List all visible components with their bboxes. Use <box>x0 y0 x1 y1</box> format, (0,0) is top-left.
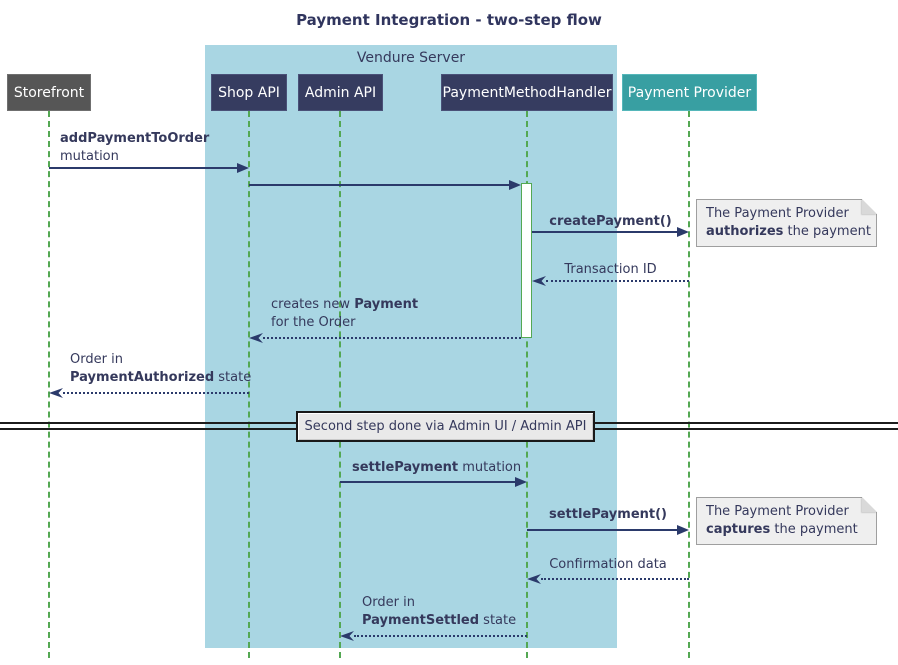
message-settle-mutation-bold: settlePayment <box>352 460 459 475</box>
message-order-authorized-post: state <box>214 370 252 385</box>
message-order-settled-bold: PaymentSettled <box>362 613 480 628</box>
arrow-settle-mutation <box>340 481 515 483</box>
participant-payment-provider: Payment Provider <box>622 74 757 111</box>
note-captures-bold: captures <box>706 522 771 537</box>
message-settle-mutation-label: settlePayment mutation <box>352 459 521 477</box>
message-add-payment-bold: addPaymentToOrder <box>60 131 210 146</box>
message-order-settled-post: state <box>479 613 517 628</box>
message-create-payment-bold: createPayment() <box>549 214 672 229</box>
note-captures-line1: The Payment Provider <box>706 504 849 519</box>
arrowhead-order-settled <box>340 631 354 641</box>
arrow-creates-payment <box>263 337 521 339</box>
activation-bar <box>521 183 532 338</box>
vendure-server-label: Vendure Server <box>356 50 466 66</box>
message-create-payment-label: createPayment() <box>532 213 689 231</box>
divider-label: Second step done via Admin UI / Admin AP… <box>304 419 587 434</box>
message-add-payment-line2: mutation <box>60 149 119 164</box>
note-captures-line2: captures the payment <box>706 521 876 539</box>
message-creates-payment-pre: creates new <box>271 297 355 312</box>
participant-payment-method-handler-label: PaymentMethodHandler <box>442 84 612 101</box>
message-order-settled-line1: Order in <box>362 595 415 610</box>
arrow-settle-call <box>527 529 677 531</box>
message-transaction-id-label: Transaction ID <box>564 262 657 277</box>
arrow-create-payment <box>532 231 677 233</box>
message-order-settled-label: Order in PaymentSettled state <box>362 594 516 630</box>
arrow-confirmation <box>541 578 689 580</box>
note-captures: The Payment Provider captures the paymen… <box>696 497 877 545</box>
note-fold-icon <box>862 199 877 214</box>
message-order-authorized-bold: PaymentAuthorized <box>70 370 215 385</box>
lifeline-admin-api <box>339 111 341 658</box>
message-settle-call-label: settlePayment() <box>527 506 689 524</box>
participant-storefront: Storefront <box>7 74 91 111</box>
message-order-settled-line2: PaymentSettled state <box>362 612 516 630</box>
diagram-title: Payment Integration - two-step flow <box>296 11 602 29</box>
arrowhead-settle-mutation <box>515 477 527 487</box>
arrow-transaction-id <box>546 280 689 282</box>
divider-label-box: Second step done via Admin UI / Admin AP… <box>296 411 595 442</box>
message-confirmation-label: Confirmation data <box>549 557 667 572</box>
participant-admin-api-label: Admin API <box>304 84 377 101</box>
note-authorizes-line2: authorizes the payment <box>706 223 876 241</box>
message-creates-payment-label: creates new Payment for the Order <box>271 296 418 332</box>
arrowhead-add-payment <box>237 163 249 173</box>
arrowhead-create-payment <box>677 227 689 237</box>
message-order-authorized-label: Order in PaymentAuthorized state <box>70 351 251 387</box>
participant-payment-provider-label: Payment Provider <box>627 84 752 101</box>
participant-storefront-label: Storefront <box>13 84 85 101</box>
arrow-order-authorized <box>63 392 249 394</box>
note-authorizes-post: the payment <box>783 224 871 239</box>
note-fold-icon <box>862 497 877 512</box>
note-authorizes: The Payment Provider authorizes the paym… <box>696 199 877 247</box>
message-creates-payment-line2: for the Order <box>271 315 356 330</box>
arrow-add-payment <box>49 167 237 169</box>
lifeline-storefront <box>48 111 50 658</box>
message-add-payment-label: addPaymentToOrder mutation <box>60 130 209 166</box>
arrowhead-transaction-id <box>532 276 546 286</box>
note-captures-post: the payment <box>770 522 858 537</box>
message-order-authorized-line1: Order in <box>70 352 123 367</box>
participant-admin-api: Admin API <box>298 74 383 111</box>
arrow-order-settled <box>354 635 527 637</box>
message-settle-mutation-post: mutation <box>458 460 522 475</box>
arrow-shop-to-handler <box>249 184 509 186</box>
message-order-authorized-line2: PaymentAuthorized state <box>70 369 251 387</box>
participant-payment-method-handler: PaymentMethodHandler <box>441 74 613 111</box>
lifeline-payment-provider <box>688 111 690 658</box>
message-settle-call-bold: settlePayment() <box>549 507 667 522</box>
participant-shop-api: Shop API <box>211 74 287 111</box>
note-authorizes-bold: authorizes <box>706 224 784 239</box>
arrowhead-creates-payment <box>249 333 263 343</box>
vendure-server-frame <box>205 45 617 648</box>
participant-shop-api-label: Shop API <box>218 84 280 101</box>
note-authorizes-line1: The Payment Provider <box>706 206 849 221</box>
arrowhead-confirmation <box>527 574 541 584</box>
arrowhead-settle-call <box>677 525 689 535</box>
lifeline-payment-method-handler <box>526 111 528 658</box>
lifeline-shop-api <box>248 111 250 658</box>
arrowhead-order-authorized <box>49 388 63 398</box>
arrowhead-shop-to-handler <box>509 180 521 190</box>
message-creates-payment-bold: Payment <box>354 297 419 312</box>
